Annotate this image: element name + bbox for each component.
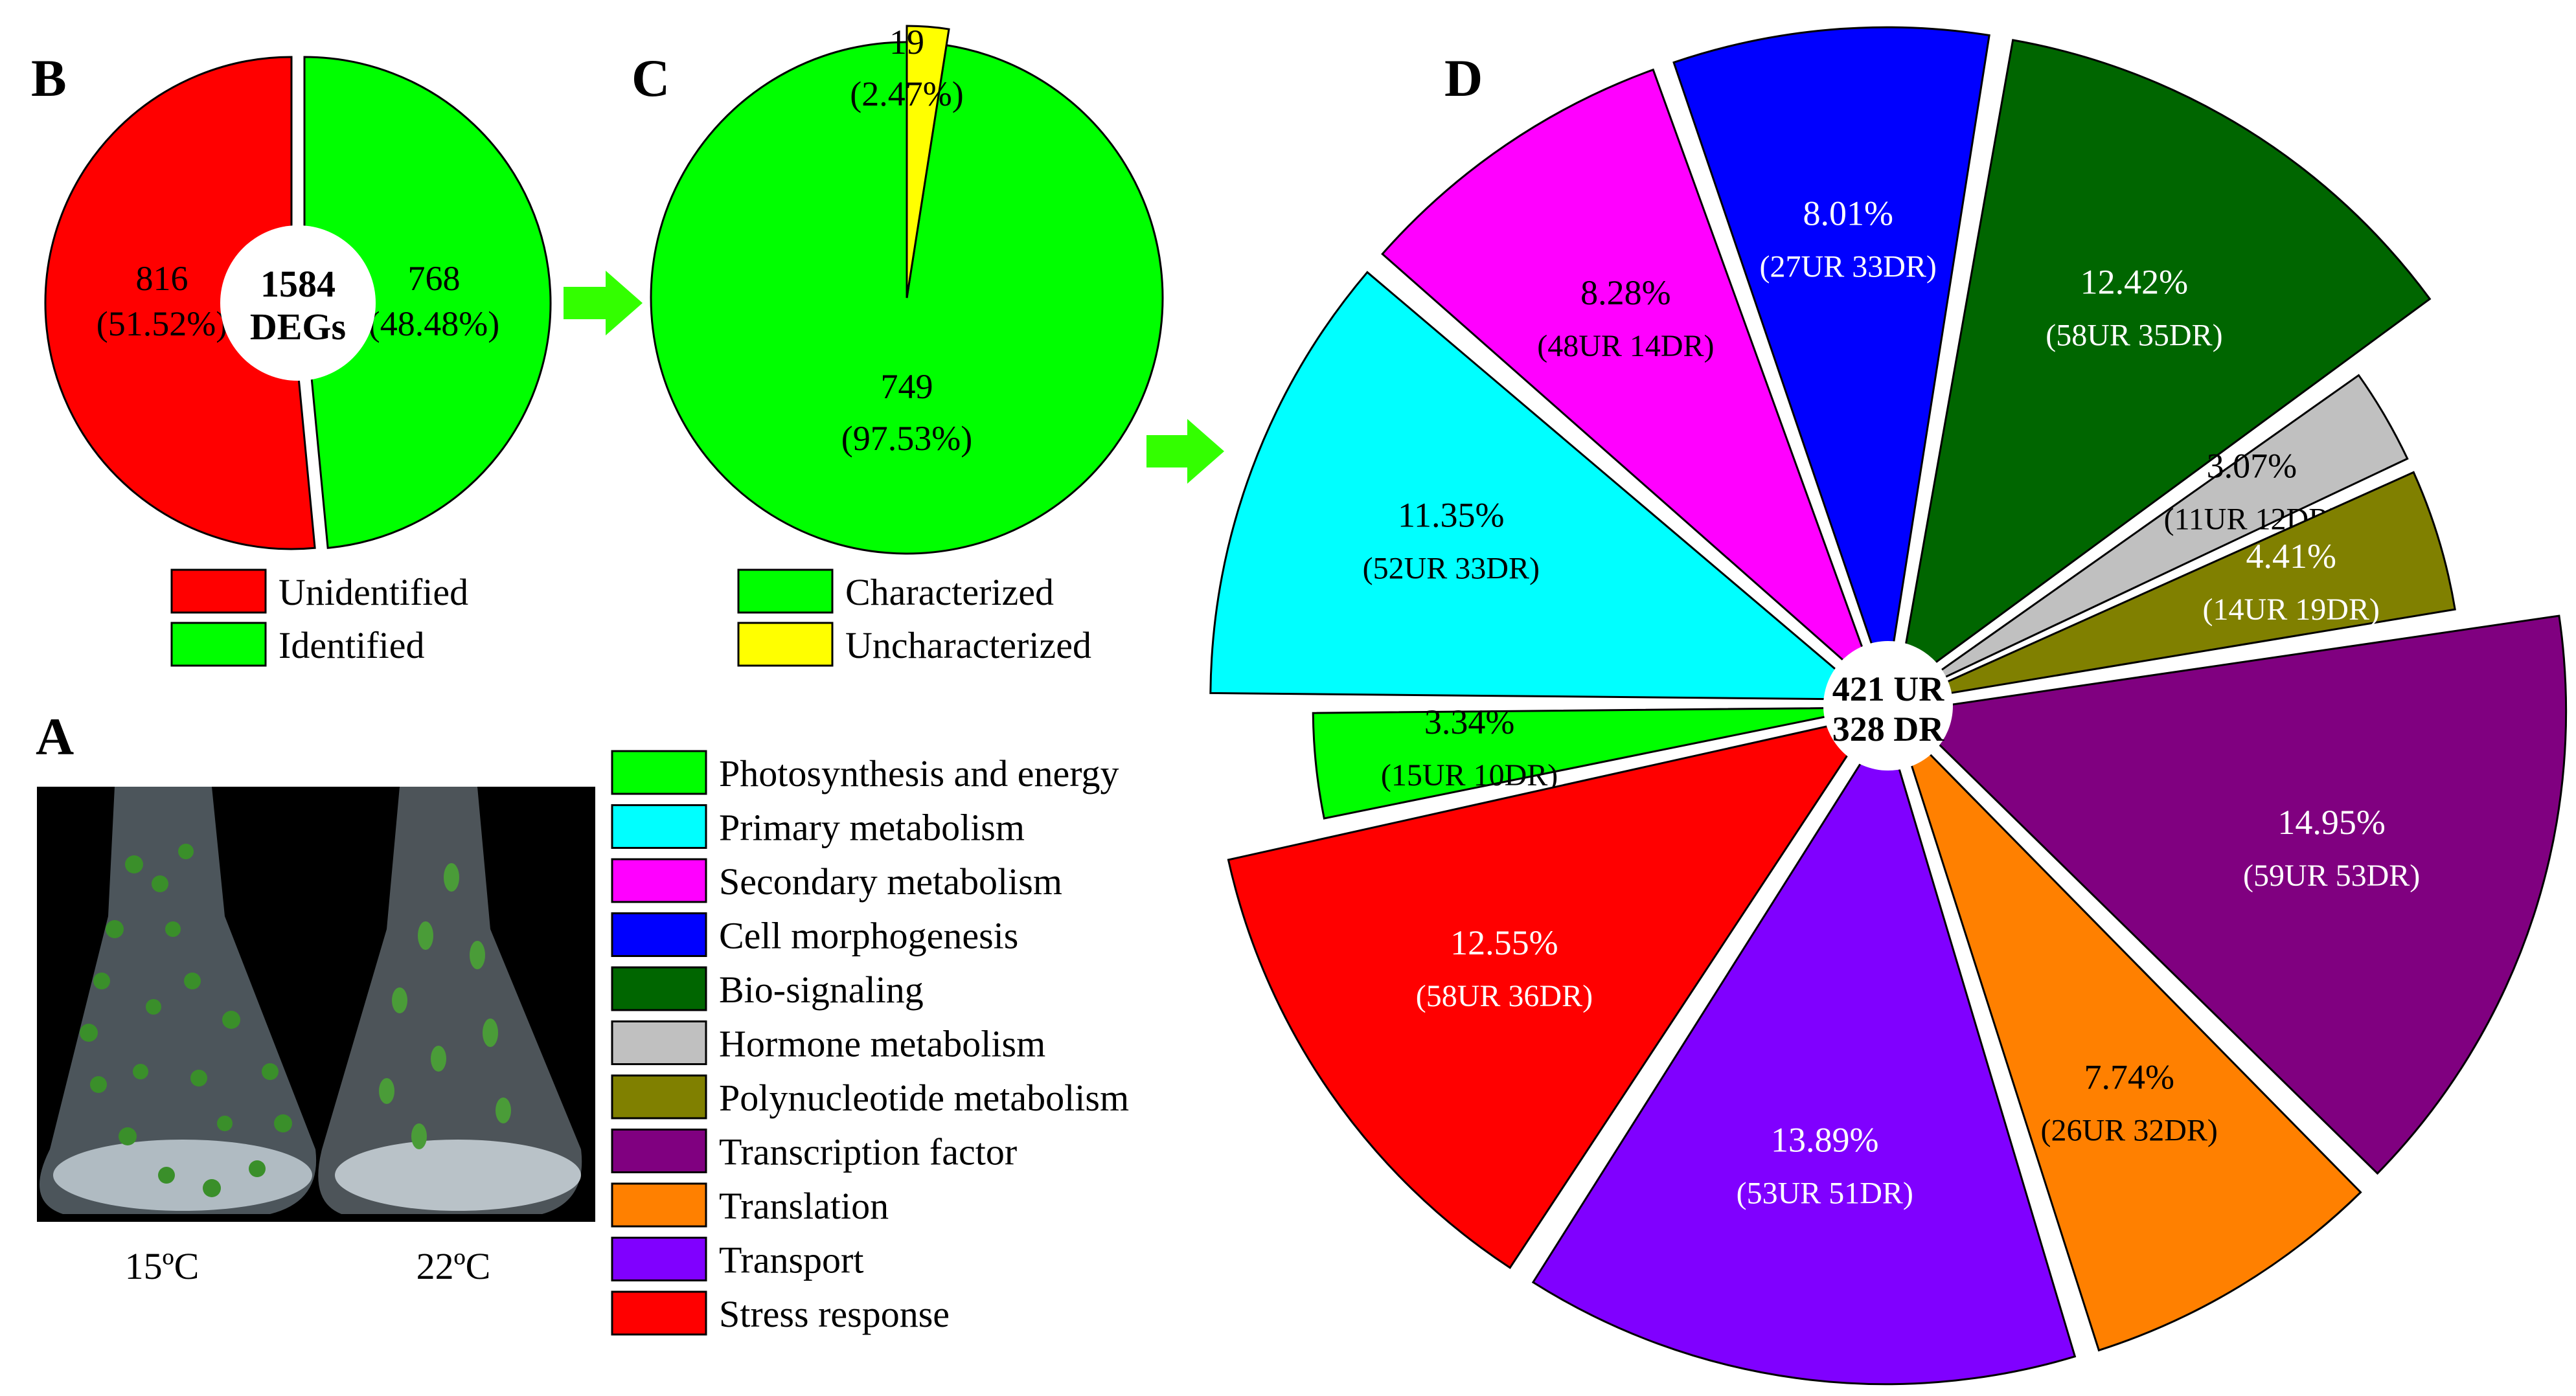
slice-counts-polynucleotide-metabolism: (14UR 19DR) [2203,592,2380,627]
slice-bio-signaling [1896,39,2432,693]
slice-label-transcription-factor: 14.95% [2277,803,2385,842]
legend-label-polynucleotide-metabolism: Polynucleotide metabolism [719,1077,1129,1119]
slice-percent-identified: (48.48%) [369,304,499,343]
slice-label-characterized: 749 [881,367,933,406]
slice-percent-uncharacterized: (2.47%) [850,74,963,113]
arrow-b-to-c [564,271,643,335]
legend-label-transcription-factor: Transcription factor [719,1131,1017,1173]
slice-percent-characterized: (97.53%) [841,419,972,458]
slice-counts-transcription-factor: (59UR 53DR) [2243,859,2420,893]
legend-swatch-unidentified [170,569,267,614]
slice-transcription-factor [1903,614,2568,1175]
slice-counts-photosynthesis-and-energy: (15UR 10DR) [1381,758,1558,793]
slice-label-secondary-metabolism: 8.28% [1580,273,1670,312]
pie-chart-d: 3.34% (15UR 10DR) 11.35% (52UR 33DR) 8.28% (4… [1209,26,2568,1386]
slice-uncharacterized [906,25,950,298]
legend-label-translation: Translation [719,1185,889,1227]
legend-label-uncharacterized: Uncharacterized [845,624,1091,666]
legend-label-transport: Transport [719,1239,863,1281]
slice-cell-morphogenesis [1672,26,1990,688]
center-hole [1823,641,1953,771]
legend-swatch-polynucleotide-metabolism [611,1074,707,1120]
slice-label-photosynthesis-and-energy: 3.34% [1424,703,1514,741]
legend-swatch-characterized [737,569,834,614]
legend-swatch-transport [611,1237,707,1281]
slice-counts-secondary-metabolism: (48UR 14DR) [1537,329,1714,363]
slice-label-stress-response: 12.55% [1450,923,1558,962]
legend-swatch-secondary-metabolism [611,858,707,903]
center-label-line-2: DEGs [250,306,346,348]
slice-hormone-metabolism [1903,374,2409,698]
legend-swatch-transcription-factor [611,1129,707,1173]
legend-label-photosynthesis-and-energy: Photosynthesis and energy [719,752,1119,794]
legend-label-secondary-metabolism: Secondary metabolism [719,861,1062,903]
slice-label-primary-metabolism: 11.35% [1398,496,1504,535]
panel-letter-d: D [1444,49,1483,107]
flask-plants-photo-icon [40,787,582,1214]
slice-stress-response [1227,714,1876,1269]
legend-label-characterized: Characterized [845,571,1054,613]
legend-swatch-identified [170,622,267,667]
legend-swatch-uncharacterized [737,622,834,667]
panel-letter-a: A [36,707,74,766]
slice-label-hormone-metabolism: 3.07% [2207,446,2297,485]
slice-secondary-metabolism [1381,68,1879,692]
slice-label-bio-signaling: 12.42% [2080,262,2188,301]
slice-primary-metabolism [1209,271,1874,701]
legend-label-hormone-metabolism: Hormone metabolism [719,1023,1045,1065]
left-flask-icon [40,787,317,1214]
right-flask-icon [318,787,582,1214]
legend-label-identified: Identified [279,624,424,666]
legend-label-primary-metabolism: Primary metabolism [719,807,1025,849]
legend-swatch-primary-metabolism [611,804,707,849]
legend-label-unidentified: Unidentified [279,571,468,613]
slice-polynucleotide-metabolism [1905,471,2456,702]
center-label-line-2: 328 DR [1832,710,1944,749]
slice-unidentified [44,56,316,550]
slice-counts-translation: (26UR 32DR) [2041,1113,2218,1147]
slice-label-unidentified: 816 [136,259,188,298]
legend-swatch-translation [611,1182,707,1228]
center-hole [220,225,376,381]
slice-identified [303,56,552,549]
slice-transport [1531,721,2077,1386]
slice-label-polynucleotide-metabolism: 4.41% [2246,537,2336,576]
legend-swatch-bio-signaling [611,966,707,1011]
flask-photo [37,787,595,1222]
slice-label-uncharacterized: 19 [889,23,924,62]
slice-counts-cell-morphogenesis: (27UR 33DR) [1760,250,1937,284]
pie-chart-c: 749 (97.53%) 19 (2.47%) [650,23,1164,555]
legend-swatch-cell-morphogenesis [611,912,707,957]
slice-counts-stress-response: (58UR 36DR) [1416,979,1593,1013]
legend-label-cell-morphogenesis: Cell morphogenesis [719,915,1018,957]
panel-letter-b: B [31,49,67,107]
slice-translation [1897,720,2362,1352]
slice-counts-bio-signaling: (58UR 35DR) [2046,318,2222,352]
panel-letter-c: C [632,49,670,107]
slice-label-translation: 7.74% [2084,1057,2174,1096]
legend-swatch-photosynthesis-and-energy [611,750,707,795]
legend-label-bio-signaling: Bio-signaling [719,969,924,1011]
arrow-c-to-d [1146,419,1224,484]
legend-label-stress-response: Stress response [719,1293,950,1335]
slice-label-transport: 13.89% [1771,1120,1878,1159]
center-label-line-1: 421 UR [1832,670,1944,708]
slice-photosynthesis-and-energy [1312,706,1871,820]
legend-swatch-hormone-metabolism [611,1020,707,1065]
center-label-line-1: 1584 [260,263,336,305]
slice-label-cell-morphogenesis: 8.01% [1803,194,1893,233]
slice-counts-transport: (53UR 51DR) [1737,1176,1913,1210]
slice-counts-primary-metabolism: (52UR 33DR) [1363,552,1540,586]
legend-swatch-stress-response [611,1290,707,1336]
slice-label-identified: 768 [408,259,461,298]
slice-percent-unidentified: (51.52%) [97,304,227,343]
